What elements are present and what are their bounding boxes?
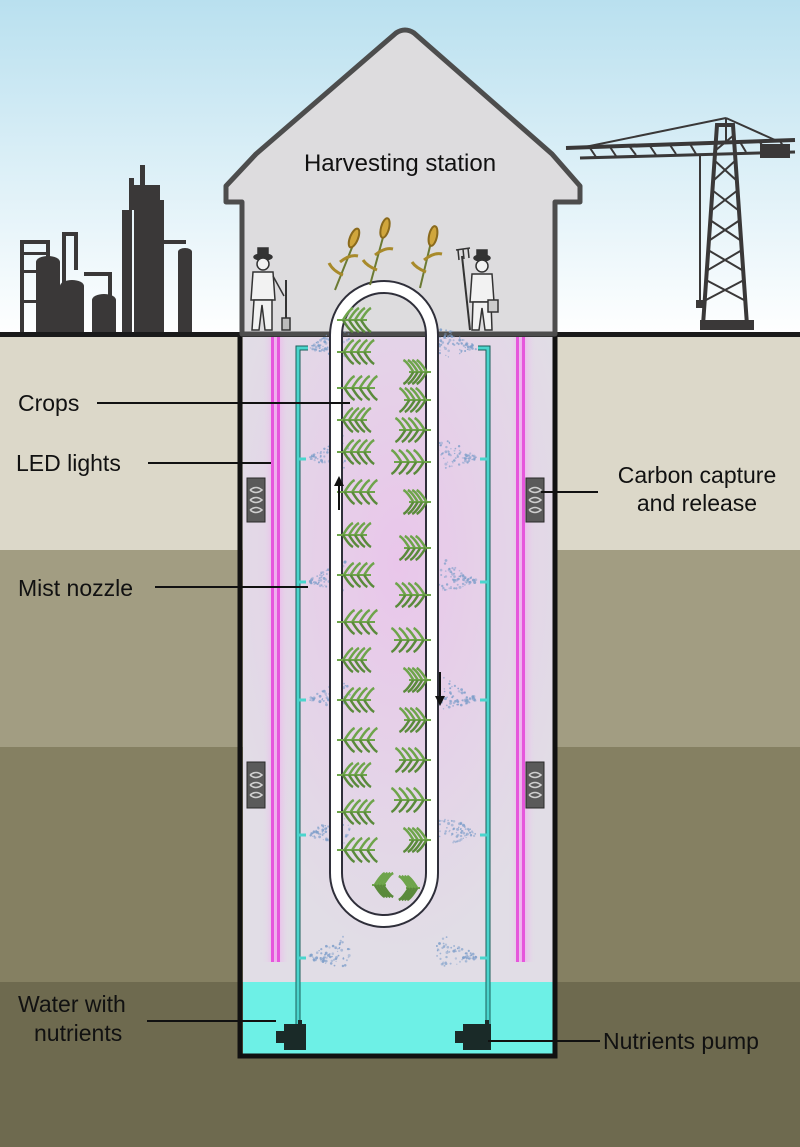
crop-plant [390, 448, 431, 476]
crop-plants [337, 306, 431, 902]
crop-plant [398, 706, 431, 734]
crop-plant [337, 726, 379, 754]
nutrients-pump-label: Nutrients pump [603, 1028, 759, 1054]
crop-plant [402, 666, 431, 694]
carbon-label-line1: Carbon capture [617, 462, 777, 488]
crop-plant [398, 386, 431, 414]
crops-label: Crops [18, 390, 80, 416]
shaft-interior [243, 337, 553, 982]
farmer-pitchfork-icon [455, 247, 499, 331]
crop-plant [394, 416, 431, 444]
crop-plant [402, 826, 431, 854]
farmer-icon [250, 247, 291, 331]
mist-spray [435, 559, 478, 592]
crop-plant [337, 761, 372, 789]
shaft-walls [237, 337, 558, 1059]
crop-plant [337, 608, 379, 636]
harvesting-station-building [223, 27, 583, 337]
arrow-down-icon [435, 672, 445, 706]
water-label-line2: nutrients [34, 1020, 123, 1046]
mist-nozzle-label: Mist nozzle [18, 575, 134, 601]
crop-plant [337, 338, 375, 366]
mist-spray [435, 676, 477, 710]
harvesting-station-title: Harvesting station [303, 150, 497, 177]
led-lights-left [262, 337, 290, 962]
mist-spray-icon [308, 326, 478, 968]
crop-plant [337, 646, 372, 674]
mist-spray [437, 328, 477, 358]
crop-plant [394, 746, 431, 774]
pump-icon [276, 1020, 491, 1050]
crop-plant [398, 534, 431, 562]
mist-spray [436, 818, 477, 844]
crop-plant [337, 438, 375, 466]
led-lights-right [508, 337, 536, 962]
crop-plant [337, 836, 379, 864]
crop-plant [390, 626, 431, 654]
harvested-crops [327, 217, 443, 291]
crop-plant [337, 686, 375, 714]
crop-plant [337, 306, 372, 334]
crane-icon [565, 117, 796, 330]
pipe-nozzle-stubs [298, 457, 488, 960]
carbon-label-line2: and release [636, 490, 758, 516]
crop-plant [394, 581, 431, 609]
arrow-up-icon [334, 476, 344, 510]
callout-lines [97, 402, 600, 1042]
crop-plant [337, 521, 372, 549]
crop-plant [337, 478, 379, 506]
crop-plant [402, 488, 431, 516]
crop-plant [337, 798, 375, 826]
mist-spray [308, 935, 351, 968]
crop-plant [337, 406, 372, 434]
mist-spray [435, 936, 478, 967]
crop-plant [398, 874, 420, 902]
crop-plant [390, 786, 431, 814]
water-label-line1: Water with [18, 991, 126, 1017]
led-lights-label: LED lights [16, 450, 121, 476]
crop-plant [372, 871, 394, 899]
crop-plant [337, 561, 375, 589]
crop-plant [337, 374, 379, 402]
crop-plant [402, 358, 431, 386]
factory-icon [20, 165, 192, 332]
